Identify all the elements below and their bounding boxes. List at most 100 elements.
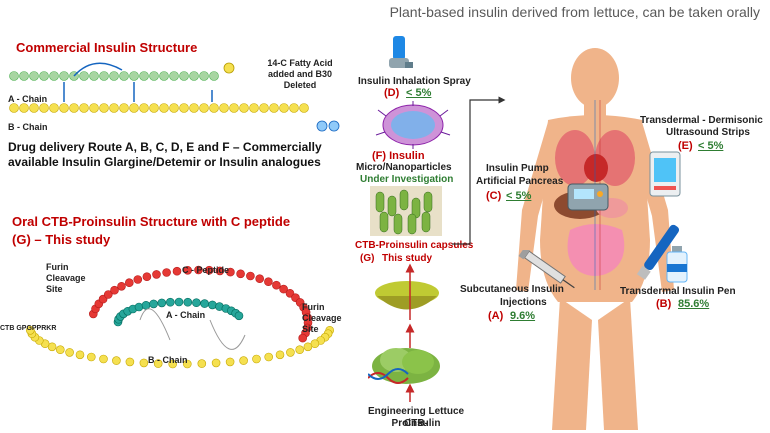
a-chain-oral-bead [192,298,201,308]
b-chain-oral-bead [295,345,305,354]
a-chain-bead [99,71,109,81]
b-chain-bead [129,103,139,113]
fatty-acid-note: 14-C Fatty Acid added and B30 Deleted [267,58,333,90]
pump-label-line2: Artificial Pancreas [476,176,564,187]
a-chain-bead [199,71,209,81]
b-chain-oral-bead [112,356,121,365]
a-chain-oral-bead [166,297,175,307]
b-chain-bead [79,103,89,113]
b-chain-beads [9,103,309,113]
b-chain-oral-bead [125,357,135,367]
b-chain-bead [239,103,249,113]
transdermal-code: (E) [678,140,693,152]
b-chain-bead [9,103,19,113]
flow-arrows [405,96,506,402]
inhalation-label: Insulin Inhalation Spray [358,76,471,87]
a-chain-oral-bead [200,299,209,308]
b-chain-oral-bead [153,359,163,368]
c-peptide-bead [162,268,171,277]
c-peptide-bead [264,277,273,287]
c-peptide-beads [89,265,313,343]
b-chain-oral-bead [252,354,261,364]
b-chain-bead [119,103,129,113]
insulin-pen-icon [636,224,680,280]
a-chain-bead [189,71,199,81]
insulin-vial-icon [666,246,688,283]
nanoparticle-icon [375,101,451,149]
c-peptide-bead [204,265,214,275]
subcutaneous-label-line2: Injections [500,297,547,308]
c-peptide-bead [104,290,113,299]
insulin-pump-icon [567,183,609,211]
pump-pct: < 5% [506,190,532,202]
b-chain-bead [289,103,299,113]
a-chain-oral-bead [149,299,158,309]
b-chain-bead [29,103,39,113]
c-peptide-label: C - Peptide [182,265,230,275]
b-chain-bead [149,103,159,113]
b31-bead [328,120,340,132]
a-chain-bead [129,71,139,81]
b-chain-bead [209,103,219,113]
b-chain-bead [249,103,259,113]
b-chain-oral-bead [99,354,108,364]
capsules-note: This study [382,253,433,264]
c-peptide-bead [110,285,119,295]
inhalation-pct: < 5% [406,87,432,99]
syringe-icon [518,250,575,289]
b-chain-oral-bead [25,326,35,335]
c-peptide-bead [272,280,281,290]
lettuce-label-line2: Proinsulin [391,418,441,429]
c-peptide-bead [183,265,192,275]
disulfide-bridge [73,62,123,77]
inhalation-code: (D) [384,87,400,99]
oral-proinsulin-structure [25,265,335,369]
b-chain-bead [109,103,119,113]
b-chain-oral-bead [275,350,285,360]
lettuce-icon [368,348,440,384]
transdermal-label-line1: Transdermal - Dermisonic [640,115,763,126]
b-chain-bead [159,103,169,113]
a-chain-oral-bead [234,311,244,321]
pump-label-line1: Insulin Pump [486,163,549,174]
c-peptide-bead [142,272,152,282]
b-chain-oral-bead [75,350,85,360]
c-peptide-bead [133,275,143,284]
b-chain-oral-bead [65,348,74,357]
b-chain-oral-bead [310,339,320,348]
b-chain-bead [99,103,109,113]
b-chain-oral-bead [139,358,149,368]
a-chain-bead [39,71,49,81]
c-peptide-bead [226,267,235,277]
c-peptide-bead [152,270,161,279]
b-chain-bead [269,103,279,113]
fatty-acid-bead [223,62,235,74]
c-peptide-bead [279,284,288,294]
a-chain-oral-bead [134,302,144,312]
b-chain-oral-bead [303,342,313,352]
b-chain-bead [199,103,209,113]
c-peptide-bead [298,333,308,343]
b-chain-oral-bead [264,352,274,362]
a-chain-oral-label: A - Chain [166,310,206,320]
c-peptide-bead [125,278,134,288]
b-chain-oral-bead [197,359,207,368]
capsules-photo [370,186,442,236]
lettuce-label-line1: Engineering Lettuce CTB- [367,406,465,429]
b-chain-oral-bead [286,348,295,357]
subcutaneous-pct: 9.6% [510,310,536,322]
a-chain-bead [159,71,169,81]
page-title: Plant-based insulin derived from lettuce… [389,4,760,20]
heart [584,154,608,182]
transdermal-label-line2: Ultrasound Strips [666,127,750,138]
pen-pct: 85.6% [678,298,710,310]
a-chain-oral-bead [174,297,184,307]
capsules-label: CTB-Proinsulin capsules [355,240,474,251]
c-peptide-bead [194,265,203,275]
commercial-heading: Commercial Insulin Structure [16,40,198,55]
a-chain-beads [9,71,219,81]
b-chain-bead [219,103,229,113]
a-chain-oral-bead [157,298,167,308]
b-chain-oral-bead [87,352,96,362]
b-chain-bead [189,103,199,113]
